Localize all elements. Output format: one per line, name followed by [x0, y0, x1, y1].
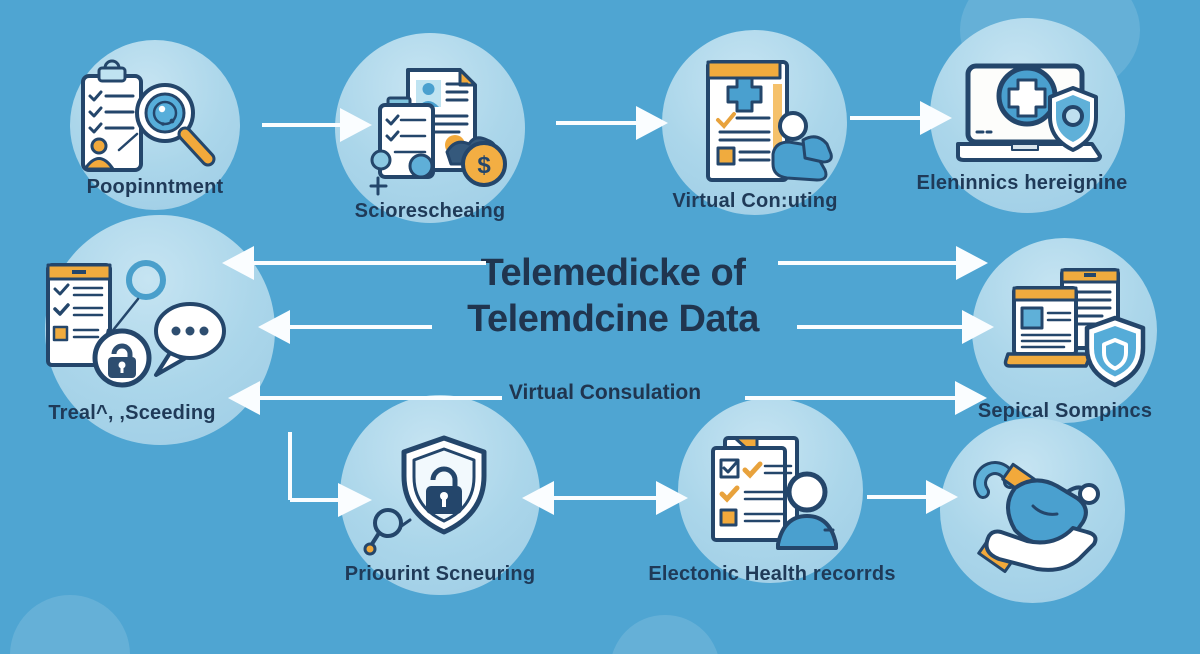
arrow-title-to-treatment-3	[228, 381, 502, 415]
title-line-2: Telemdcine Data	[467, 298, 759, 340]
diagram-subtitle: Virtual Consulation	[508, 381, 702, 404]
arrow-title-to-compliance-2	[797, 310, 994, 344]
shield-lock-magnifier-icon	[363, 435, 487, 556]
medical-document-person-icon	[706, 60, 833, 182]
arrow-title-to-compliance-3	[745, 381, 987, 415]
diagram-title: Telemedicke of Telemdcine Data	[467, 250, 759, 342]
node-label-health-records: Electonic Health recorrds	[648, 563, 896, 585]
svg-text:$: $	[477, 152, 491, 179]
background-blob	[10, 595, 130, 654]
browser-shield-icon	[1003, 268, 1146, 388]
document-money-icon: $	[369, 68, 507, 196]
laptop-cross-shield-icon	[956, 63, 1102, 162]
title-line-1: Telemedicke of	[480, 252, 746, 294]
node-label-treatment-scheduling: Treal^, ,Sceeding	[48, 402, 216, 424]
hand-stethoscope-icon	[973, 461, 1100, 574]
records-person-icon	[711, 436, 838, 550]
arrow-records-to-care	[867, 480, 958, 514]
connector-treatment-to-privacy	[288, 432, 372, 517]
background-blob	[610, 615, 720, 654]
clipboard-magnifier-icon	[81, 59, 216, 172]
arrow-appointment-to-screening	[262, 108, 372, 142]
node-label-screening: Sciorescheaing	[354, 200, 506, 222]
arrow-consulting-to-electronic	[850, 101, 952, 135]
arrow-title-to-compliance-1	[778, 246, 988, 280]
node-label-special-compliance: Sepical Sompincs	[977, 400, 1153, 422]
arrow-privacy-records-bidirectional	[522, 481, 688, 515]
arrow-title-to-treatment-1	[222, 246, 486, 280]
node-label-appointment: Poopinntment	[86, 176, 224, 198]
checklist-lock-chat-icon	[46, 260, 226, 388]
node-label-virtual-consulting: Virtual Con:uting	[672, 190, 838, 212]
node-label-privacy-security: Priourint Scneuring	[344, 563, 536, 585]
arrow-title-to-treatment-2	[258, 310, 432, 344]
arrow-screening-to-consulting	[556, 106, 668, 140]
node-label-electronic-screening: Eleninnics hereignine	[916, 172, 1128, 194]
